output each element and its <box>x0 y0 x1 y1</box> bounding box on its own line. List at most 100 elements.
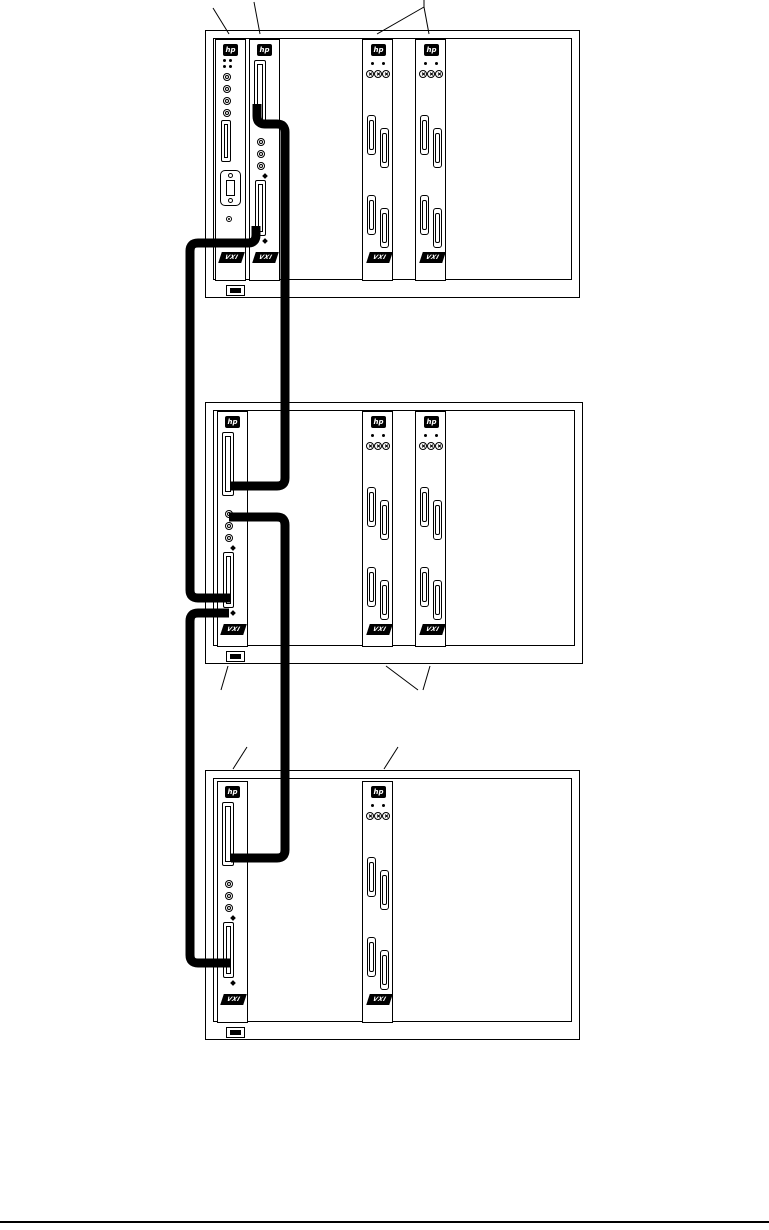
hp-logo: hp <box>424 44 439 56</box>
connector-screw <box>228 173 233 178</box>
led-indicator <box>371 62 374 65</box>
screw-icon <box>427 442 435 450</box>
expansion-slot <box>221 120 231 162</box>
screw-icon <box>374 812 382 820</box>
vxi-logo-text: VXI <box>371 254 388 261</box>
led-indicator <box>382 804 385 807</box>
dsub-connector <box>367 567 376 607</box>
ring-indicator <box>223 73 231 81</box>
dsub-connector <box>433 208 442 248</box>
port-key-dot <box>230 980 236 986</box>
dsub-connector <box>380 208 389 248</box>
screw-icon <box>419 70 427 78</box>
screw-icon <box>435 70 443 78</box>
dsub-connector <box>380 870 389 910</box>
hp-logo-text: hp <box>426 418 437 426</box>
power-switch <box>226 1027 245 1038</box>
ring-indicator <box>225 522 233 530</box>
callout-line-frame2-io-left <box>385 665 419 691</box>
vxi-logo-text: VXI <box>371 626 388 633</box>
vxi-logo: VXI <box>218 252 245 263</box>
io-module: hp VXI <box>415 411 446 647</box>
hp-logo-text: hp <box>259 46 270 54</box>
led-indicator <box>424 434 427 437</box>
vxi-logo: VXI <box>220 624 247 635</box>
vxi-logo-text: VXI <box>371 996 388 1003</box>
hp-logo: hp <box>371 786 386 798</box>
callout-line-frame2-io-right <box>422 665 431 691</box>
callout-line-frame2-module1 <box>220 665 229 691</box>
vxi-logo-text: VXI <box>424 254 441 261</box>
ring-indicator <box>257 138 265 146</box>
port-key-dot <box>230 915 236 921</box>
dsub-connector <box>380 128 389 168</box>
led-indicator <box>371 804 374 807</box>
dsub-connector <box>433 580 442 620</box>
command-module: hp VXI <box>217 411 248 647</box>
mainframe-3: hp VXI hp VXI <box>205 770 580 1040</box>
dsub-connector <box>367 487 376 527</box>
vxi-logo-text: VXI <box>223 254 240 261</box>
screw-icon <box>382 812 390 820</box>
mainframe-2-card-cage <box>213 410 575 646</box>
led-indicator <box>382 62 385 65</box>
led-indicator <box>223 65 226 68</box>
dsub-connector <box>380 950 389 990</box>
power-switch <box>226 651 245 662</box>
screw-icon <box>435 442 443 450</box>
led-indicator <box>382 434 385 437</box>
io-module: hp VXI <box>362 39 393 281</box>
vxi-logo: VXI <box>366 252 393 263</box>
screw-icon <box>366 70 374 78</box>
power-switch <box>226 285 245 296</box>
io-module: hp VXI <box>362 411 393 647</box>
ring-indicator <box>223 85 231 93</box>
cable-port-slot-1 <box>254 60 266 124</box>
connector-screw <box>228 198 233 203</box>
screw-icon <box>374 70 382 78</box>
dsub-connector <box>380 580 389 620</box>
hp-logo-text: hp <box>373 46 384 54</box>
hp-logo: hp <box>225 786 240 798</box>
power-switch-knob <box>230 288 241 293</box>
dsub-connector <box>433 500 442 540</box>
command-module: hp VXI <box>217 781 248 1023</box>
display-command-module: hp VXI <box>215 39 246 281</box>
dsub-connector <box>420 567 429 607</box>
dsub-connector <box>380 500 389 540</box>
io-module: hp VXI <box>362 781 393 1023</box>
dsub-connector <box>433 128 442 168</box>
dsub-connector <box>367 195 376 235</box>
port-key-dot <box>262 173 268 179</box>
vxi-logo: VXI <box>220 994 247 1005</box>
vxi-logo: VXI <box>366 624 393 635</box>
hp-logo-text: hp <box>426 46 437 54</box>
hp-logo-text: hp <box>227 788 238 796</box>
connector-pins <box>226 180 235 196</box>
ring-indicator <box>257 162 265 170</box>
serial-connector <box>220 170 241 206</box>
screw-icon <box>366 442 374 450</box>
led-indicator <box>229 59 232 62</box>
dsub-connector <box>367 115 376 155</box>
led-indicator <box>223 59 226 62</box>
hp-logo-text: hp <box>225 46 236 54</box>
led-indicator <box>424 62 427 65</box>
screw-icon <box>382 442 390 450</box>
mainframe-1: hp VXI hp VXI hp <box>205 30 580 298</box>
port-key-dot <box>230 610 236 616</box>
hp-logo: hp <box>257 44 272 56</box>
cable-port-slot-1 <box>222 432 234 496</box>
hp-logo-text: hp <box>227 418 238 426</box>
callout-line-frame3-module1 <box>232 746 248 770</box>
screw-icon <box>382 70 390 78</box>
dsub-connector <box>420 115 429 155</box>
power-switch-knob <box>230 1030 241 1035</box>
ring-indicator <box>257 150 265 158</box>
screw-icon <box>374 442 382 450</box>
vxi-logo: VXI <box>252 252 279 263</box>
cable-port-slot-2 <box>223 552 234 608</box>
led-indicator <box>435 434 438 437</box>
vxi-logo-text: VXI <box>257 254 274 261</box>
